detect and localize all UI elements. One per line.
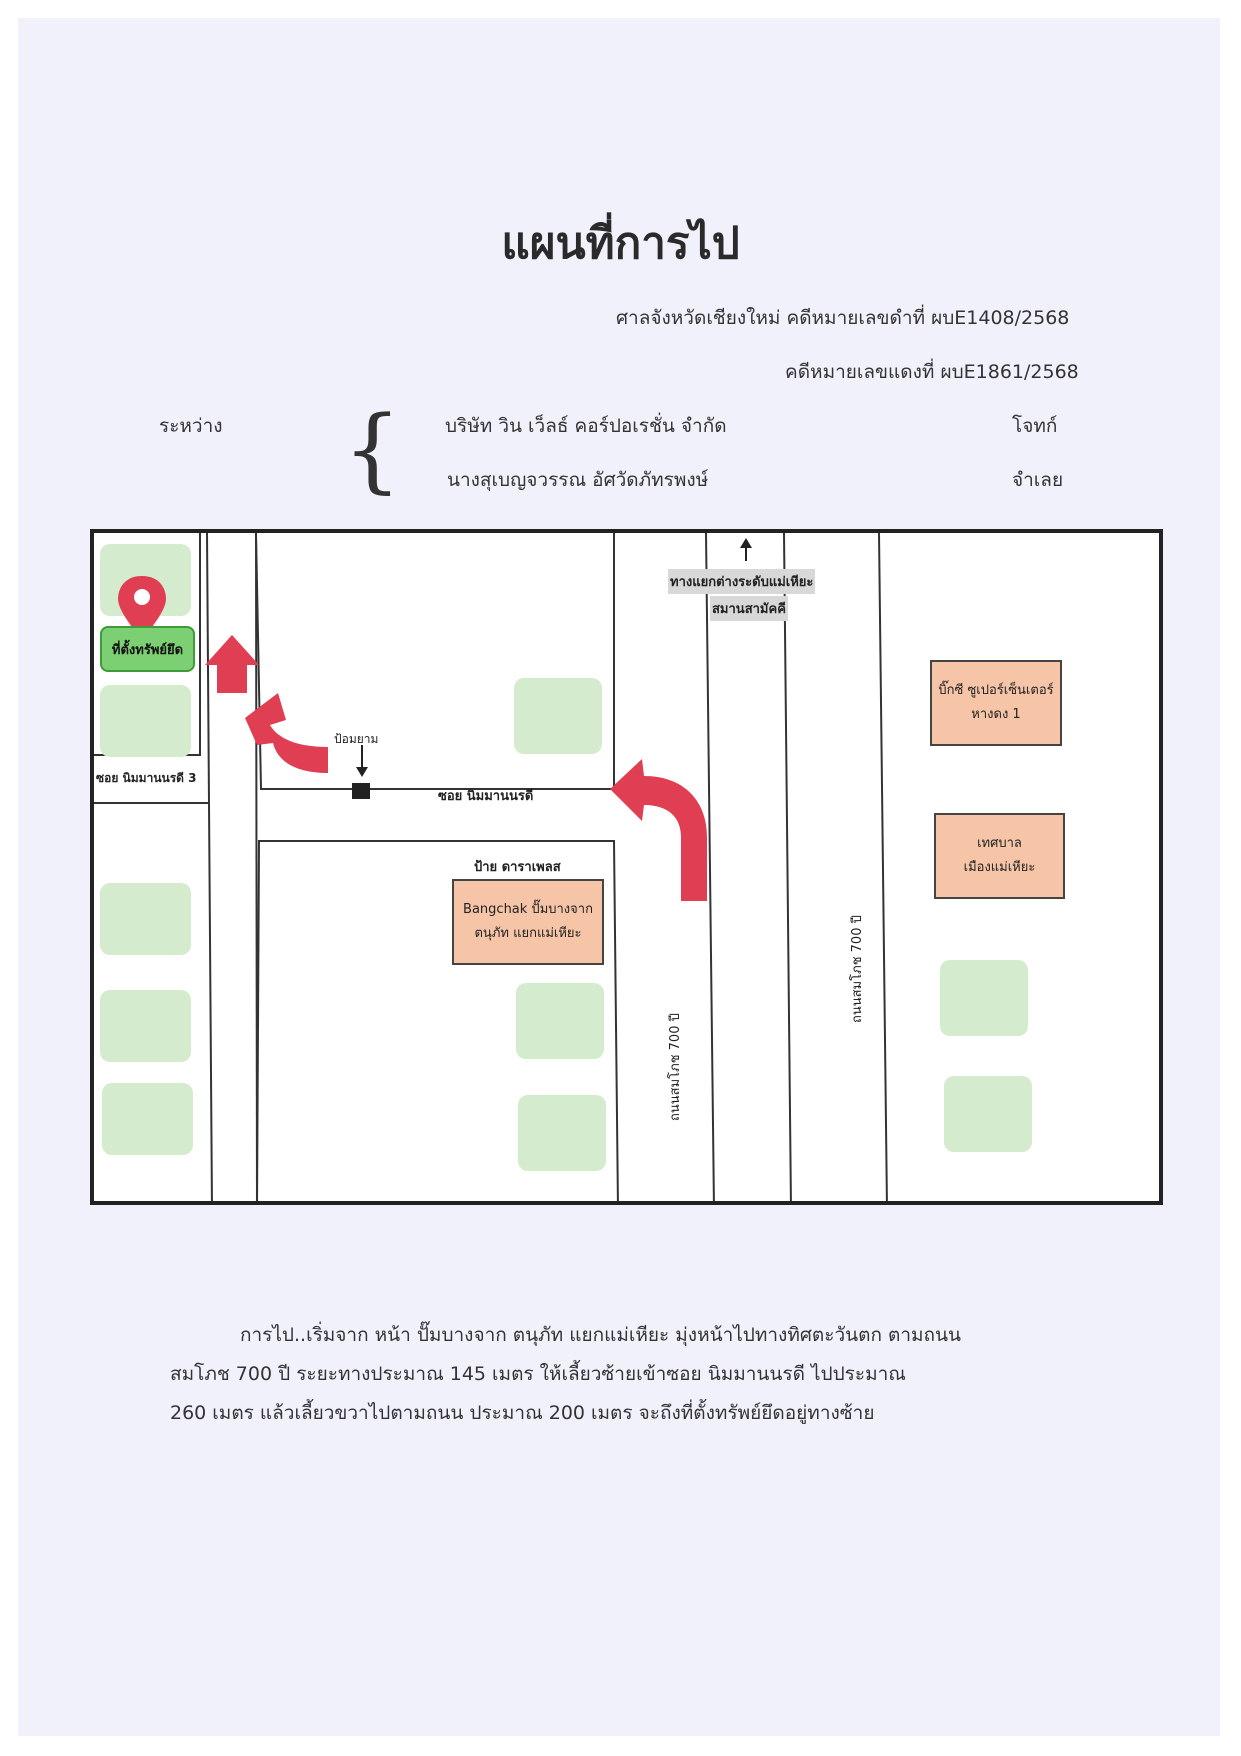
up-arrow-icon (205, 635, 259, 693)
between-label: ระหว่าง (159, 415, 223, 437)
curved-left-arrow-icon (610, 759, 707, 901)
municipality-label-line1: เทศบาล (977, 836, 1022, 851)
court-case-black-number: ศาลจังหวัดเชียงใหม่ คดีหมายเลขดำที่ ผบE1… (616, 307, 1070, 329)
green-block (518, 1095, 606, 1171)
bigc-label-line2: หางดง 1 (971, 707, 1021, 722)
municipality-landmark: เทศบาล เมืองแม่เหียะ (934, 813, 1065, 899)
road-line (878, 533, 888, 1201)
bangchak-station-landmark: Bangchak ปั๊มบางจาก ตนุภัท แยกแม่เหียะ (452, 879, 604, 965)
bangchak-label-line2: ตนุภัท แยกแม่เหียะ (474, 926, 582, 941)
green-block (516, 983, 604, 1059)
soi-nimmannoradee-label: ซอย นิมมานนรดี (438, 789, 534, 804)
block-outline (255, 533, 615, 790)
green-block (100, 990, 191, 1062)
municipality-label-line2: เมืองแม่เหียะ (963, 860, 1036, 875)
directions-line-3: 260 เมตร แล้วเลี้ยวขวาไปตามถนน ประมาณ 20… (170, 1402, 875, 1424)
plaintiff-name: บริษัท วิน เว็ลธ์ คอร์ปอเรชั่น จำกัด (445, 415, 727, 437)
green-block (514, 678, 602, 754)
route-map: ที่ตั้งทรัพย์ยึด ซอย นิมมานนรดี 3 ป้อมยา… (90, 529, 1163, 1205)
directions-line-2: สมโภช 700 ปี ระยะทางประมาณ 145 เมตร ให้เ… (170, 1363, 906, 1385)
green-block (102, 1083, 193, 1155)
bigc-label-line1: บิ๊กซี ซูเปอร์เซ็นเตอร์ (938, 683, 1054, 698)
road-line (705, 533, 715, 1201)
junction-label-line1: ทางแยกต่างระดับแม่เหียะ (668, 569, 816, 594)
junction-label-line2: สมานสามัคคี (710, 596, 788, 621)
property-location-label: ที่ตั้งทรัพย์ยึด (100, 626, 195, 672)
road-somphot-label-left: ถนนสมโภช 700 ปี (668, 1013, 683, 1121)
map-drawing (94, 533, 1032, 1201)
green-block (940, 960, 1028, 1036)
page-title: แผนที่การไป (501, 218, 740, 269)
green-block (100, 883, 191, 955)
court-case-red-number: คดีหมายเลขแดงที่ ผบE1861/2568 (785, 361, 1079, 383)
soi3-label: ซอย นิมมานนรดี 3 (96, 771, 197, 785)
defendant-name: นางสุเบญจวรรณ อัศวัดภัทรพงษ์ (447, 469, 709, 491)
black-square-icon (352, 783, 370, 799)
junction-up-arrow-icon (740, 538, 752, 561)
bigc-supercenter-landmark: บิ๊กซี ซูเปอร์เซ็นเตอร์ หางดง 1 (930, 660, 1062, 746)
directions-line-1: การไป..เริ่มจาก หน้า ปั๊มบางจาก ตนุภัท แ… (240, 1324, 962, 1346)
curved-up-arrow-icon (245, 693, 328, 800)
road-line (783, 533, 792, 1201)
road-somphot-label-right: ถนนสมโภช 700 ปี (850, 915, 865, 1023)
block-outline (256, 840, 619, 1201)
bangchak-label-line1: Bangchak ปั๊มบางจาก (463, 902, 593, 917)
green-block (944, 1076, 1032, 1152)
party-brace: { (343, 396, 402, 503)
watch-tower-arrow-icon (356, 745, 368, 777)
green-blocks (100, 544, 1032, 1171)
green-block (100, 685, 191, 757)
dara-place-sign-label: ป้าย ดาราเพลส (474, 860, 561, 875)
map-pin-icon (118, 576, 166, 639)
watch-tower-label: ป้อมยาม (334, 732, 379, 746)
road-line (206, 533, 213, 1201)
defendant-role: จำเลย (1012, 469, 1064, 491)
plaintiff-role: โจทก์ (1012, 415, 1058, 437)
